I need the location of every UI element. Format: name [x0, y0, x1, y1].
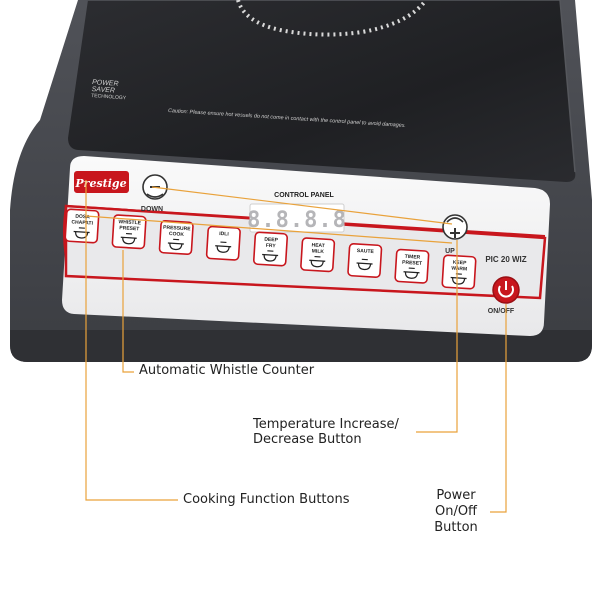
up-button[interactable]	[442, 214, 468, 240]
power-saver-logo: POWER SAVER TECHNOLOGY	[91, 79, 127, 101]
function-button-label: MILK	[312, 248, 325, 255]
function-button-label: TIMER	[404, 254, 420, 261]
function-button[interactable]: IDLI	[205, 225, 241, 261]
whistle-counter-callout: Automatic Whistle Counter	[139, 363, 315, 378]
pan-icon	[356, 258, 373, 271]
function-button-label: PRESET	[402, 260, 422, 267]
function-button-label: DOSA	[75, 214, 90, 221]
onoff-label: ON/OFF	[488, 308, 515, 315]
cooktop-body-shadow	[10, 330, 592, 362]
power-callout-line-3: Button	[434, 520, 478, 535]
function-button-label: FRY	[266, 243, 277, 250]
up-label: UP	[445, 248, 455, 255]
function-button[interactable]: SAUTE	[347, 242, 383, 279]
control-panel-title: CONTROL PANEL	[274, 192, 334, 199]
function-button-label: COOK	[169, 231, 185, 238]
kadai-icon	[262, 250, 279, 262]
temperature-callout-line-1: Temperature Increase/	[253, 417, 399, 432]
function-button-frame	[300, 237, 336, 273]
function-button-frame	[441, 254, 477, 290]
power-callout: Power On/Off Button	[426, 488, 486, 536]
temperature-callout-line-2: Decrease Button	[253, 432, 362, 447]
power-button[interactable]	[492, 276, 520, 304]
milk-pot-icon	[309, 255, 326, 268]
temp-leader	[416, 240, 458, 433]
whistle-leader	[122, 250, 134, 373]
cooking-functions-callout: Cooking Function Buttons	[183, 492, 350, 507]
pressure-cooker-icon	[167, 238, 184, 251]
tawa-icon	[73, 227, 90, 239]
power-callout-line-2: On/Off	[434, 504, 478, 519]
power-callout-line-1: Power	[436, 488, 476, 503]
function-button-label: PRESET	[119, 225, 139, 232]
callout-leaders	[85, 180, 507, 513]
brand-name: Prestige	[74, 177, 126, 190]
function-button-frame	[347, 242, 383, 279]
power-saver-line-1: POWER	[92, 79, 119, 88]
function-button-frame	[205, 225, 241, 261]
down-label: DOWN	[141, 206, 163, 213]
model-label: PIC 20 WIZ	[485, 255, 526, 264]
function-button-frame	[64, 208, 100, 244]
function-button-label: IDLI	[219, 231, 229, 238]
function-button-label: HEAT	[311, 242, 325, 249]
function-button-label: CHAPATI	[71, 219, 93, 226]
glass-top	[68, 0, 576, 182]
function-button-label: WARM	[451, 266, 467, 273]
function-button-label: DEEP	[264, 237, 279, 244]
temp-top	[151, 186, 453, 225]
power-saver-line-2: SAVER	[91, 86, 115, 95]
clock-icon	[403, 267, 420, 279]
function-button-frame	[252, 231, 289, 267]
function-button-frame	[394, 248, 430, 284]
function-button-label: WHISTLE	[118, 219, 141, 226]
idli-stand-icon	[215, 241, 232, 253]
brand-badge	[74, 171, 129, 193]
function-button-frame	[111, 214, 147, 250]
function-button-label: PRESSURE	[163, 225, 191, 233]
power-leader	[490, 304, 507, 513]
function-button-label: KEEP	[453, 260, 468, 267]
cooking-leader	[85, 180, 178, 501]
function-button-frame	[158, 219, 194, 256]
whistle-icon	[120, 232, 137, 245]
cooking-bracket	[85, 215, 453, 244]
power-saver-line-3: TECHNOLOGY	[91, 93, 127, 101]
function-button-label: SAUTE	[357, 248, 375, 255]
